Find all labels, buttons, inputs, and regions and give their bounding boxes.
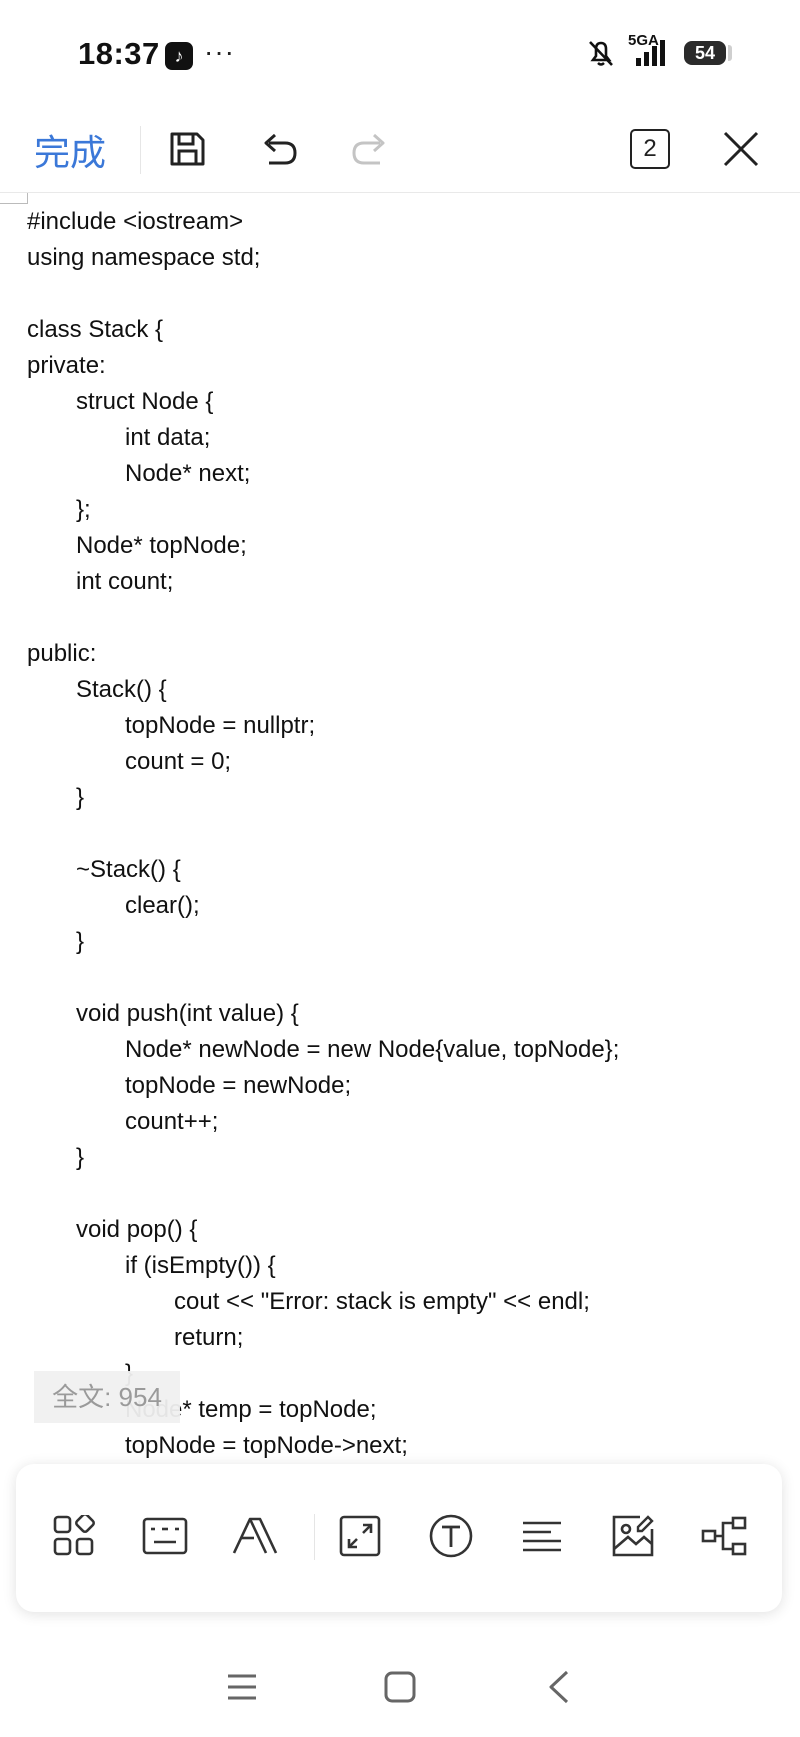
redo-button[interactable]	[343, 122, 397, 176]
keyboard-tool-button[interactable]	[139, 1510, 191, 1562]
tiktok-icon: ♪	[165, 42, 193, 70]
redo-icon	[352, 133, 385, 165]
code-line: topNode = nullptr;	[125, 712, 316, 739]
home-square-icon	[384, 1671, 416, 1703]
undo-button[interactable]	[252, 122, 306, 176]
signal-icon	[636, 40, 665, 66]
code-line: Stack() {	[76, 676, 167, 703]
font-style-tool-button[interactable]	[230, 1510, 282, 1562]
status-bar: 18:37 ♪ ··· 5GA 54	[0, 0, 800, 110]
close-button[interactable]	[714, 122, 768, 176]
more-notifications-icon: ···	[204, 36, 235, 67]
text-tool-button[interactable]	[425, 1510, 477, 1562]
code-line: cout << "Error: stack is empty" << endl;	[174, 1288, 590, 1315]
image-tool-button[interactable]	[607, 1510, 659, 1562]
network-label: 5GA	[628, 32, 659, 49]
code-line: public:	[27, 640, 97, 667]
code-line: using namespace std;	[27, 244, 261, 271]
menu-icon	[228, 1674, 256, 1700]
nav-menu-button[interactable]	[217, 1662, 267, 1712]
editor-toolbar: 完成 2	[0, 110, 800, 193]
mindmap-icon	[701, 1516, 747, 1556]
word-count-badge: 全文: 954	[34, 1371, 180, 1423]
code-line: class Stack {	[27, 316, 164, 343]
nav-back-button[interactable]	[534, 1662, 584, 1712]
code-line: }	[76, 928, 85, 955]
image-icon	[612, 1515, 654, 1557]
back-chevron-icon	[549, 1670, 569, 1704]
undo-icon	[264, 133, 297, 165]
toolbar-divider	[140, 126, 141, 174]
system-nav-bar	[0, 1640, 800, 1737]
code-line: Node* next;	[125, 460, 251, 487]
status-time: 18:37	[78, 36, 160, 71]
grid-tool-button[interactable]	[48, 1510, 100, 1562]
code-line: clear();	[125, 892, 200, 919]
code-line: struct Node {	[76, 388, 214, 415]
tools-panel	[16, 1464, 782, 1612]
close-icon	[723, 131, 759, 167]
save-button[interactable]	[160, 122, 214, 176]
tools-divider	[314, 1514, 315, 1560]
code-line: count++;	[125, 1108, 219, 1135]
signal-group: 5GA	[626, 32, 676, 68]
code-line: void push(int value) {	[76, 1000, 299, 1027]
page-count-button[interactable]: 2	[623, 122, 677, 176]
code-line: Node* topNode;	[76, 532, 247, 559]
code-line: Node* newNode = new Node{value, topNode}…	[125, 1036, 620, 1063]
fullscreen-tool-button[interactable]	[334, 1510, 386, 1562]
code-line: private:	[27, 352, 106, 379]
code-line: int data;	[125, 424, 211, 451]
page-count-badge: 2	[630, 129, 670, 169]
code-line: ~Stack() {	[76, 856, 181, 883]
battery-icon: 54	[684, 41, 732, 65]
code-line: topNode = newNode;	[125, 1072, 352, 1099]
save-icon	[170, 132, 205, 166]
fullscreen-icon	[339, 1515, 381, 1557]
code-line: }	[76, 1144, 85, 1171]
code-line: int count;	[76, 568, 174, 595]
mute-icon	[589, 41, 613, 66]
code-line: topNode = topNode->next;	[125, 1432, 408, 1459]
code-line: count = 0;	[125, 748, 232, 775]
code-line: void pop() {	[76, 1216, 198, 1243]
mindmap-tool-button[interactable]	[698, 1510, 750, 1562]
text-tool-icon	[429, 1514, 473, 1558]
align-tool-button[interactable]	[516, 1510, 568, 1562]
code-editor[interactable]: #include <iostream> using namespace std; c…	[0, 193, 800, 1463]
keyboard-icon	[142, 1517, 188, 1555]
grid-icon	[53, 1515, 95, 1556]
done-button[interactable]: 完成	[34, 132, 107, 173]
code-line: #include <iostream>	[27, 208, 244, 235]
code-line: return;	[174, 1324, 244, 1351]
status-indicators: 5GA 54	[584, 32, 732, 68]
editor-corner-mark	[0, 193, 28, 204]
code-line: if (isEmpty()) {	[125, 1252, 276, 1279]
code-line: }	[76, 784, 85, 811]
align-icon	[523, 1521, 561, 1552]
font-style-icon	[232, 1517, 278, 1554]
nav-home-button[interactable]	[375, 1662, 425, 1712]
code-line: };	[76, 496, 91, 523]
